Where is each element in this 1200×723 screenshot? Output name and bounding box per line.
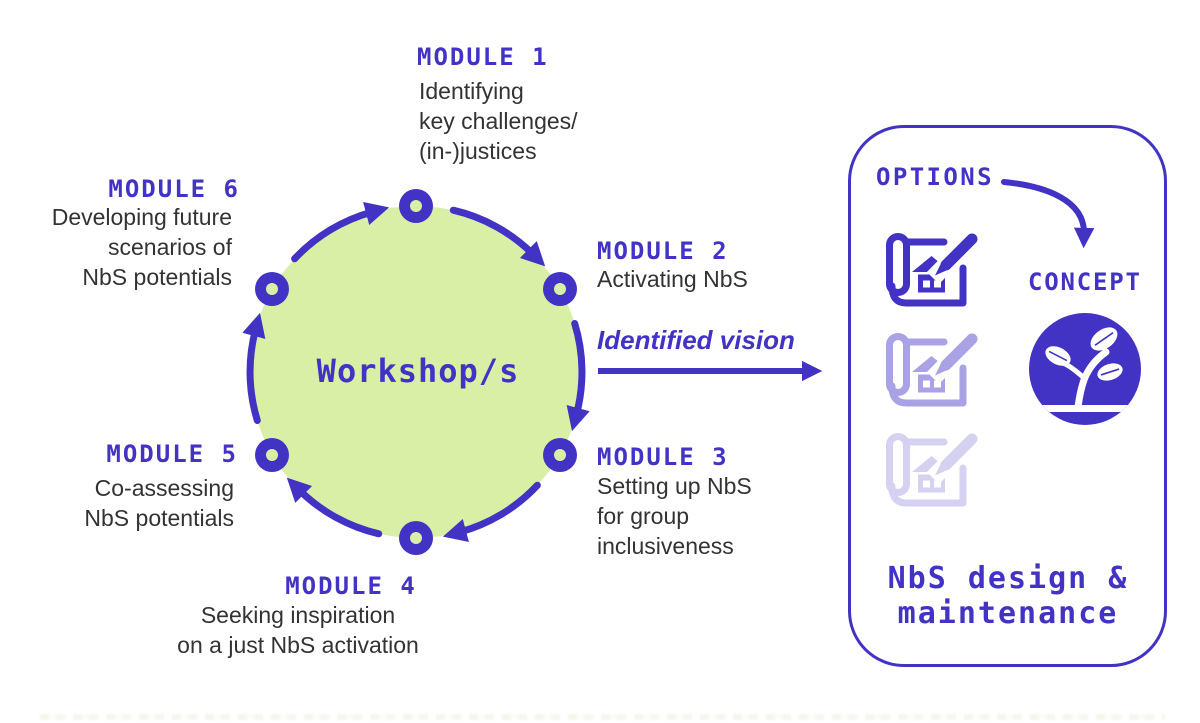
- node-module-5: [255, 438, 289, 472]
- module-3-line-3: inclusiveness: [597, 533, 734, 559]
- node-module-2: [543, 272, 577, 306]
- module-3-line-2: for group: [597, 503, 690, 529]
- module-4-description: Seeking inspiration on a just NbS activa…: [177, 600, 419, 660]
- panel-footer-label: NbS design & maintenance: [888, 561, 1129, 631]
- cycle-arrow-1-2: [449, 206, 546, 267]
- module-3-title: MODULE 3: [597, 443, 729, 471]
- node-module-4: [399, 521, 433, 555]
- module-5-title: MODULE 5: [106, 440, 238, 468]
- workshop-center-label: Workshop/s: [316, 352, 520, 390]
- cycle-arrow-4-5: [286, 477, 383, 538]
- cycle-arrow-5-6: [242, 312, 266, 424]
- module-2-description: Activating NbS: [597, 264, 748, 294]
- node-module-1: [399, 189, 433, 223]
- cycle-arrow-2-3: [566, 320, 590, 432]
- module-3-description: Setting up NbS for group inclusiveness: [597, 471, 752, 561]
- module-4-line-2: on a just NbS activation: [177, 632, 419, 658]
- module-2-title: MODULE 2: [597, 237, 729, 265]
- panel-footer-line-2: maintenance: [897, 596, 1119, 631]
- node-module-6: [255, 272, 289, 306]
- module-3-line-1: Setting up NbS: [597, 473, 752, 499]
- cycle-arrow-3-4: [442, 481, 541, 542]
- module-1-line-2: key challenges/: [419, 108, 578, 134]
- module-5-line-1: Co-assessing: [94, 475, 234, 501]
- module-2-line-1: Activating NbS: [597, 266, 748, 292]
- identified-vision-label: Identified vision: [597, 325, 795, 355]
- panel-footer-line-1: NbS design &: [887, 561, 1129, 596]
- module-6-line-3: NbS potentials: [82, 264, 232, 290]
- module-5-description: Co-assessing NbS potentials: [84, 473, 234, 533]
- module-1-line-3: (in-)justices: [419, 138, 537, 164]
- module-1-line-1: Identifying: [419, 78, 524, 104]
- module-1-title: MODULE 1: [417, 43, 549, 71]
- concept-label: CONCEPT: [1028, 268, 1142, 296]
- module-6-line-1: Developing future: [51, 204, 232, 230]
- module-5-line-2: NbS potentials: [84, 505, 234, 531]
- cycle-arrow-6-1: [291, 202, 390, 263]
- module-6-line-2: scenarios of: [107, 234, 232, 260]
- cropped-caption-fragment: [40, 714, 1165, 720]
- module-4-title: MODULE 4: [285, 572, 417, 600]
- module-6-title: MODULE 6: [108, 175, 240, 203]
- module-1-description: Identifying key challenges/ (in-)justice…: [419, 76, 578, 166]
- options-label: OPTIONS: [876, 163, 994, 191]
- node-module-3: [543, 438, 577, 472]
- module-4-line-1: Seeking inspiration: [200, 602, 396, 628]
- module-6-description: Developing future scenarios of NbS poten…: [52, 202, 232, 292]
